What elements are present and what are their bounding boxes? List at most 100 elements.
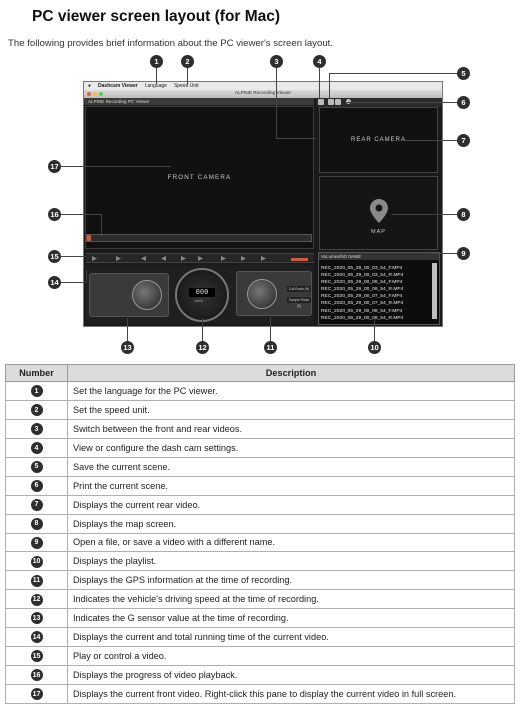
header-description: Description bbox=[67, 364, 515, 382]
header-number: Number bbox=[5, 364, 68, 382]
playlist-item[interactable]: REC_2020_05_29_00_08_54_R.MP4 bbox=[321, 315, 404, 321]
speedometer: 000 km/h bbox=[175, 268, 229, 322]
gps-button-1[interactable]: Coll.Route (H) bbox=[287, 286, 311, 292]
front-camera-pane[interactable]: FRONT CAMERA bbox=[85, 106, 314, 249]
stop-icon[interactable] bbox=[116, 256, 121, 261]
mac-menubar: ● Dashcam Viewer Language Speed Unit bbox=[84, 82, 442, 90]
playlist-item[interactable]: REC_2020_05_29_00_07_54_R.MP4 bbox=[321, 301, 404, 307]
page-title: PC viewer screen layout (for Mac) bbox=[32, 8, 281, 25]
frame-icon[interactable] bbox=[221, 256, 226, 261]
callout-3: 3 bbox=[270, 55, 283, 68]
menu-language[interactable]: Language bbox=[144, 83, 167, 89]
forward-icon[interactable] bbox=[181, 256, 186, 261]
close-window-icon[interactable] bbox=[87, 92, 91, 96]
callout-13: 13 bbox=[121, 341, 134, 354]
minimize-window-icon[interactable] bbox=[93, 92, 97, 96]
row-description: Displays the playlist. bbox=[67, 551, 515, 572]
next-icon[interactable] bbox=[198, 256, 203, 261]
row-number: 15 bbox=[30, 650, 43, 663]
row-number: 16 bbox=[30, 669, 43, 682]
callout-2: 2 bbox=[181, 55, 194, 68]
leader-line bbox=[392, 214, 457, 215]
playlist-item[interactable]: REC_2020_05_29_00_03_54_F.MP4 bbox=[321, 266, 403, 271]
leader-line bbox=[270, 317, 271, 341]
menu-speed-unit[interactable]: Speed Unit bbox=[173, 83, 199, 89]
callout-8: 8 bbox=[457, 208, 470, 221]
volume-icon[interactable] bbox=[241, 256, 246, 261]
play-icon[interactable] bbox=[92, 256, 97, 261]
leader-line bbox=[156, 68, 157, 84]
playlist-item[interactable]: REC_2020_05_29_00_06_54_R.MP4 bbox=[321, 287, 404, 293]
g-sensor-panel bbox=[89, 273, 169, 317]
row-description: Displays the current front video. Right-… bbox=[67, 684, 515, 704]
playlist-item[interactable]: REC_2020_05_29_00_08_54_F.MP4 bbox=[321, 308, 403, 314]
map-pin-icon bbox=[370, 199, 388, 223]
map-pane[interactable]: MAP bbox=[319, 176, 438, 250]
playlist-item[interactable]: REC_2020_05_29_00_06_54_F.MP4 bbox=[321, 280, 403, 286]
leader-line bbox=[61, 282, 86, 283]
row-description: Print the current scene. bbox=[67, 475, 515, 496]
row-description: Set the language for the PC viewer. bbox=[67, 381, 515, 401]
previous-icon[interactable] bbox=[141, 256, 146, 261]
callout-11: 11 bbox=[264, 341, 277, 354]
row-description: Open a file, or save a video with a diff… bbox=[67, 532, 515, 553]
callout-7: 7 bbox=[457, 134, 470, 147]
apple-icon: ● bbox=[88, 83, 92, 89]
callout-10: 10 bbox=[368, 341, 381, 354]
row-number: 12 bbox=[30, 593, 43, 606]
row-number: 3 bbox=[30, 423, 43, 436]
gps-button-2[interactable]: Sample Route (S) bbox=[287, 297, 311, 308]
playlist-scrollbar[interactable] bbox=[432, 263, 437, 319]
intro-text: The following provides brief information… bbox=[8, 38, 333, 49]
row-number: 9 bbox=[30, 536, 43, 549]
rewind-icon[interactable] bbox=[161, 256, 166, 261]
leader-line bbox=[61, 166, 171, 167]
playback-progress-bar[interactable] bbox=[86, 234, 312, 242]
table-row: 2 Set the speed unit. bbox=[5, 399, 515, 420]
maximize-window-icon[interactable] bbox=[99, 92, 103, 96]
row-number: 10 bbox=[30, 555, 43, 568]
row-description: Displays the current rear video. bbox=[67, 494, 515, 515]
viewer-figure: ● Dashcam Viewer Language Speed Unit ALP… bbox=[83, 81, 443, 327]
row-description: Indicates the G sensor value at the time… bbox=[67, 608, 515, 629]
row-description: Set the speed unit. bbox=[67, 399, 515, 420]
gps-compass-icon bbox=[247, 279, 277, 309]
playlist-item[interactable]: REC_2020_05_29_00_07_54_F.MP4 bbox=[321, 294, 403, 300]
menu-app[interactable]: Dashcam Viewer bbox=[98, 83, 138, 89]
window-title: ALPINE Recording Viewer bbox=[234, 91, 292, 96]
row-number: 14 bbox=[30, 631, 43, 644]
leader-line bbox=[202, 318, 203, 341]
leader-line bbox=[127, 318, 128, 341]
playback-controls bbox=[86, 253, 314, 263]
row-number: 8 bbox=[30, 517, 43, 530]
leader-line bbox=[276, 138, 316, 139]
callout-6: 6 bbox=[457, 96, 470, 109]
table-row: 8 Displays the map screen. bbox=[5, 513, 515, 534]
playlist-item[interactable]: REC_2020_05_29_00_03_54_R.MP4 bbox=[321, 273, 404, 279]
callout-5: 5 bbox=[457, 67, 470, 80]
row-number: 4 bbox=[30, 442, 43, 455]
leader-line bbox=[319, 68, 320, 98]
settings-icon[interactable] bbox=[328, 99, 334, 105]
running-time-bar bbox=[291, 258, 308, 261]
row-description: Displays the map screen. bbox=[67, 513, 515, 534]
save-scene-icon[interactable] bbox=[335, 99, 341, 105]
leader-line bbox=[347, 102, 457, 103]
print-icon[interactable] bbox=[346, 99, 351, 104]
table-row: 9 Open a file, or save a video with a dif… bbox=[5, 532, 515, 553]
dashboard-panel: 000 km/h Coll.Route (H) Sample Route (S) bbox=[86, 265, 314, 323]
row-number: 2 bbox=[30, 404, 43, 417]
switch-camera-icon[interactable] bbox=[318, 99, 324, 105]
snapshot-icon[interactable] bbox=[261, 256, 266, 261]
